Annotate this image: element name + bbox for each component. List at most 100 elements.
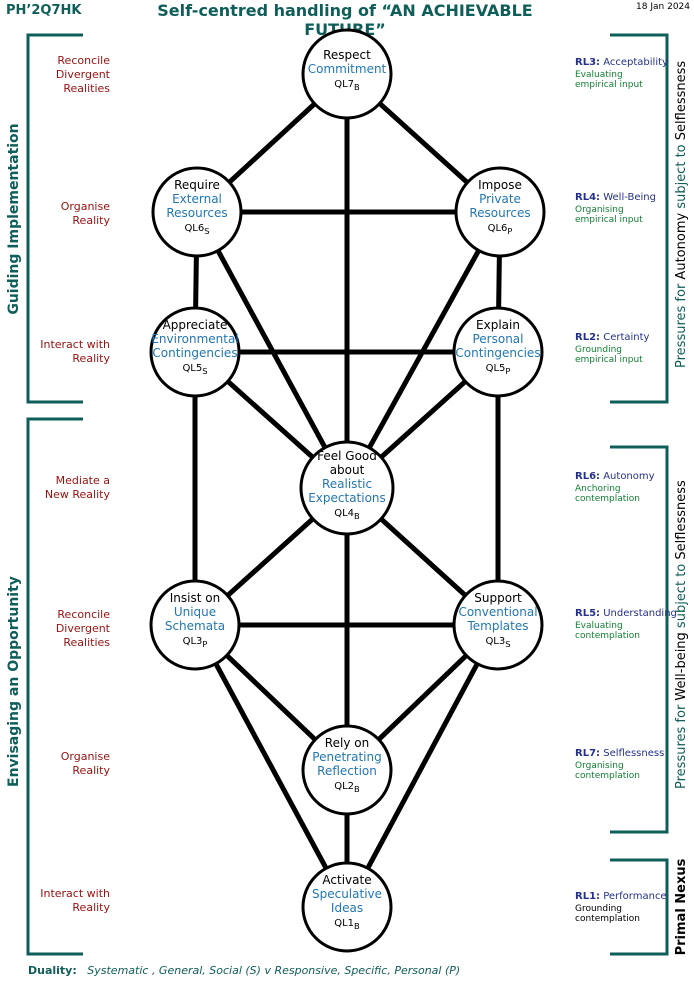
node-ql-sub: P [507, 226, 513, 236]
left-label-1: Reconcile Divergent Realities [55, 54, 110, 95]
left-label-3: Interact with Reality [40, 338, 110, 365]
node-circle-ql6p [454, 166, 546, 258]
node-verb: Respect [323, 48, 371, 62]
rl-code: RL3: [575, 57, 601, 68]
right-bar-text: subject to [674, 563, 689, 629]
rl-desc: Organising empirical input [575, 205, 643, 225]
node-circle-ql5s [149, 306, 241, 398]
right-label-rl5: RL5: Understanding Evaluating contemplat… [575, 608, 677, 641]
left-bracket-lower [26, 417, 83, 956]
node-ql4: Feel Good about Realistic Expectations Q… [297, 449, 397, 523]
node-ql: QL7 [334, 79, 355, 90]
rl-desc: Organising contemplation [575, 761, 640, 781]
node-object: Environmental Contingencies [151, 332, 239, 360]
node-ql: QL6 [487, 223, 508, 234]
node-ql-sub: P [505, 366, 511, 376]
node-ql-sub: P [202, 639, 208, 649]
right-bar-label-lower: Primal Nexus [674, 858, 689, 956]
node-ql: QL3 [182, 636, 203, 647]
node-ql3s: Support Conventional Templates QL3S [443, 591, 553, 651]
duality-label: Duality: [28, 964, 77, 977]
node-object: Realistic Expectations [308, 477, 386, 505]
left-label-7: Interact with Reality [40, 887, 110, 914]
left-label-6: Organise Reality [60, 750, 110, 777]
rl-name: Acceptability [603, 57, 668, 68]
rl-desc: Grounding contemplation [575, 904, 640, 924]
right-label-rl7: RL7: Selflessness Organising contemplati… [575, 748, 664, 781]
node-object: Personal Contingencies [455, 332, 541, 360]
node-object: Unique Schemata [164, 605, 226, 633]
rl-code: RL6: [575, 471, 601, 482]
node-ql6s: Require External Resources QL6S [147, 178, 247, 238]
node-verb: Insist on [169, 591, 221, 605]
rl-desc: Anchoring contemplation [575, 484, 640, 504]
node-object: Private Resources [469, 192, 531, 220]
left-bracket-upper [26, 33, 83, 404]
node-circle-ql3s [452, 579, 544, 671]
right-bar-text: Autonomy [674, 212, 689, 280]
node-circle-ql6s [151, 166, 243, 258]
rl-name: Understanding [603, 608, 677, 619]
rl-desc: Evaluating empirical input [575, 70, 643, 90]
rl-code: RL7: [575, 748, 601, 759]
node-ql6p: Impose Private Resources QL6P [450, 178, 550, 238]
rl-desc: Evaluating contemplation [575, 621, 640, 641]
node-circle-ql5p [452, 306, 544, 398]
left-label-4: Mediate a New Reality [44, 474, 110, 501]
rl-code: RL4: [575, 192, 601, 203]
right-label-rl2: RL2: Certainty Grounding empirical input [575, 332, 649, 365]
rl-desc: Grounding empirical input [575, 345, 643, 365]
node-circle-ql7 [301, 28, 393, 120]
node-object: Conventional Templates [458, 605, 538, 633]
node-ql: QL1 [334, 918, 355, 929]
node-circle-ql3p [149, 579, 241, 671]
rl-code: RL5: [575, 608, 601, 619]
node-ql1: Activate Speculative Ideas QL1B [297, 873, 397, 933]
right-bar-text: Selflessness [674, 60, 689, 141]
node-verb: Appreciate [162, 318, 228, 332]
node-ql-sub: B [354, 511, 360, 521]
node-verb: Activate [322, 873, 372, 887]
right-bar-label-upper: Pressures for Autonomy subject to Selfle… [674, 61, 690, 368]
node-object: External Resources [166, 192, 228, 220]
left-label-5: Reconcile Divergent Realities [55, 608, 110, 649]
right-bar-text: Pressures for [674, 283, 689, 368]
rl-name: Autonomy [603, 471, 655, 482]
right-bar-text: subject to [674, 144, 689, 209]
node-ql7: Respect Commitment QL7B [297, 48, 397, 94]
rl-name: Certainty [603, 332, 650, 343]
document-code: PH’2Q7HK [6, 3, 82, 18]
node-ql-sub: B [354, 921, 360, 931]
left-label-2: Organise Reality [60, 200, 110, 227]
right-bracket-middle [610, 445, 669, 834]
node-verb: Rely on [324, 736, 370, 750]
right-bar-text: Well-being [674, 632, 689, 701]
node-verb: Feel Good about [317, 449, 377, 477]
node-object: Commitment [307, 62, 387, 76]
node-ql-sub: S [202, 366, 208, 376]
rl-name: Performance [603, 891, 667, 902]
edge-3s-1 [344, 622, 501, 910]
node-circle-ql1 [301, 861, 393, 953]
rl-name: Selflessness [603, 748, 665, 759]
right-label-rl6: RL6: Autonomy Anchoring contemplation [575, 471, 655, 504]
node-verb: Explain [476, 318, 520, 332]
right-label-rl4: RL4: Well-Being Organising empirical inp… [575, 192, 656, 225]
duality-footer: Duality: Systematic , General, Social (S… [28, 964, 460, 977]
right-bar-label-middle: Pressures for Well-being subject to Self… [674, 480, 690, 789]
node-ql3p: Insist on Unique Schemata QL3P [145, 591, 245, 651]
node-circle-ql4 [299, 440, 395, 536]
rl-name: Well-Being [603, 192, 656, 203]
duality-text: Systematic , General, Social (S) v Respo… [87, 964, 461, 977]
node-ql2: Rely on Penetrating Reflection QL2B [297, 736, 397, 796]
document-date: 18 Jan 2024 [636, 2, 690, 12]
node-ql: QL2 [334, 781, 355, 792]
node-ql-sub: B [354, 82, 360, 92]
node-ql: QL6 [184, 223, 205, 234]
rl-code: RL1: [575, 891, 601, 902]
node-ql: QL4 [334, 508, 355, 519]
node-verb: Support [474, 591, 522, 605]
right-bracket-lower [610, 858, 669, 956]
right-bar-text: Pressures for [674, 704, 689, 789]
